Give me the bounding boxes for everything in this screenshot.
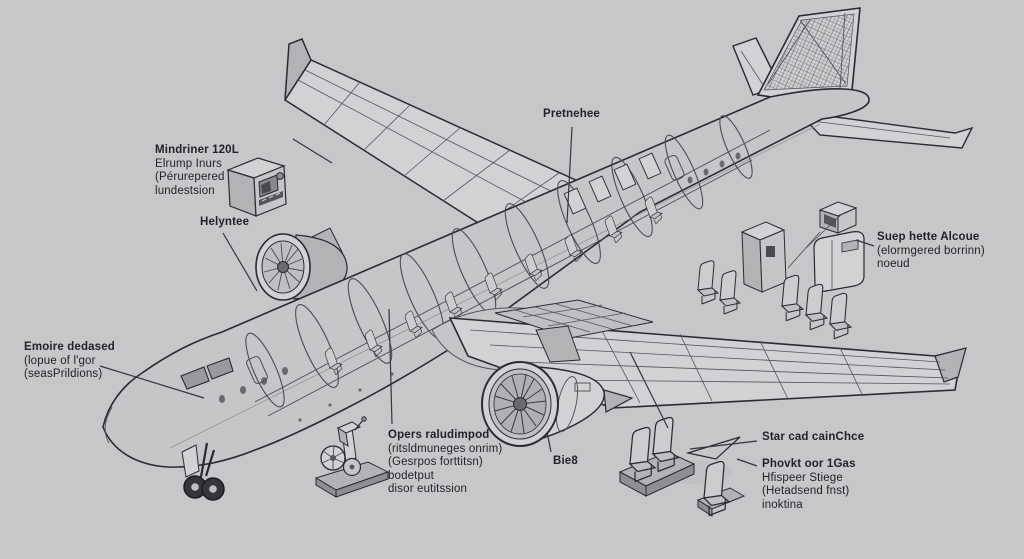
detached-seat-group xyxy=(618,416,746,517)
nose-landing-gear xyxy=(181,442,225,501)
label-forward-cabin: Pretnehee xyxy=(543,108,600,120)
label-nose-cockpit: Emoire dedased (lopue of l'gor (seasPril… xyxy=(24,341,115,380)
avionics-panel-unit xyxy=(226,157,287,217)
label-seat-arrow: Star cad cainChce xyxy=(762,431,865,443)
label-gear-assembly: Opers raludimpod (ritsldmuneges onrim) (… xyxy=(388,429,503,495)
label-galley-module: Suep hette Alcoue (elormgered borrinn) n… xyxy=(877,231,985,270)
label-port-engine: Helyntee xyxy=(200,216,250,228)
fuselage-frames xyxy=(245,115,753,408)
leader-lines xyxy=(99,126,875,467)
galley-seat-cluster xyxy=(697,201,865,340)
direction-arrow-outline xyxy=(685,436,741,460)
avionics-racks xyxy=(563,152,662,215)
label-engine: Bie8 xyxy=(553,455,578,467)
label-panel-unit: Mindriner 120L Elrump Inurs (Pérurepered… xyxy=(155,144,239,197)
port-engine-nacelle xyxy=(255,227,348,301)
fuselage-details xyxy=(219,152,741,422)
label-crew-seats: Phovkt oor 1Gas Hfispeer Stiege (Hetadse… xyxy=(762,458,856,511)
gear-actuator-unit xyxy=(314,416,390,498)
starboard-engine-nacelle xyxy=(481,325,634,447)
